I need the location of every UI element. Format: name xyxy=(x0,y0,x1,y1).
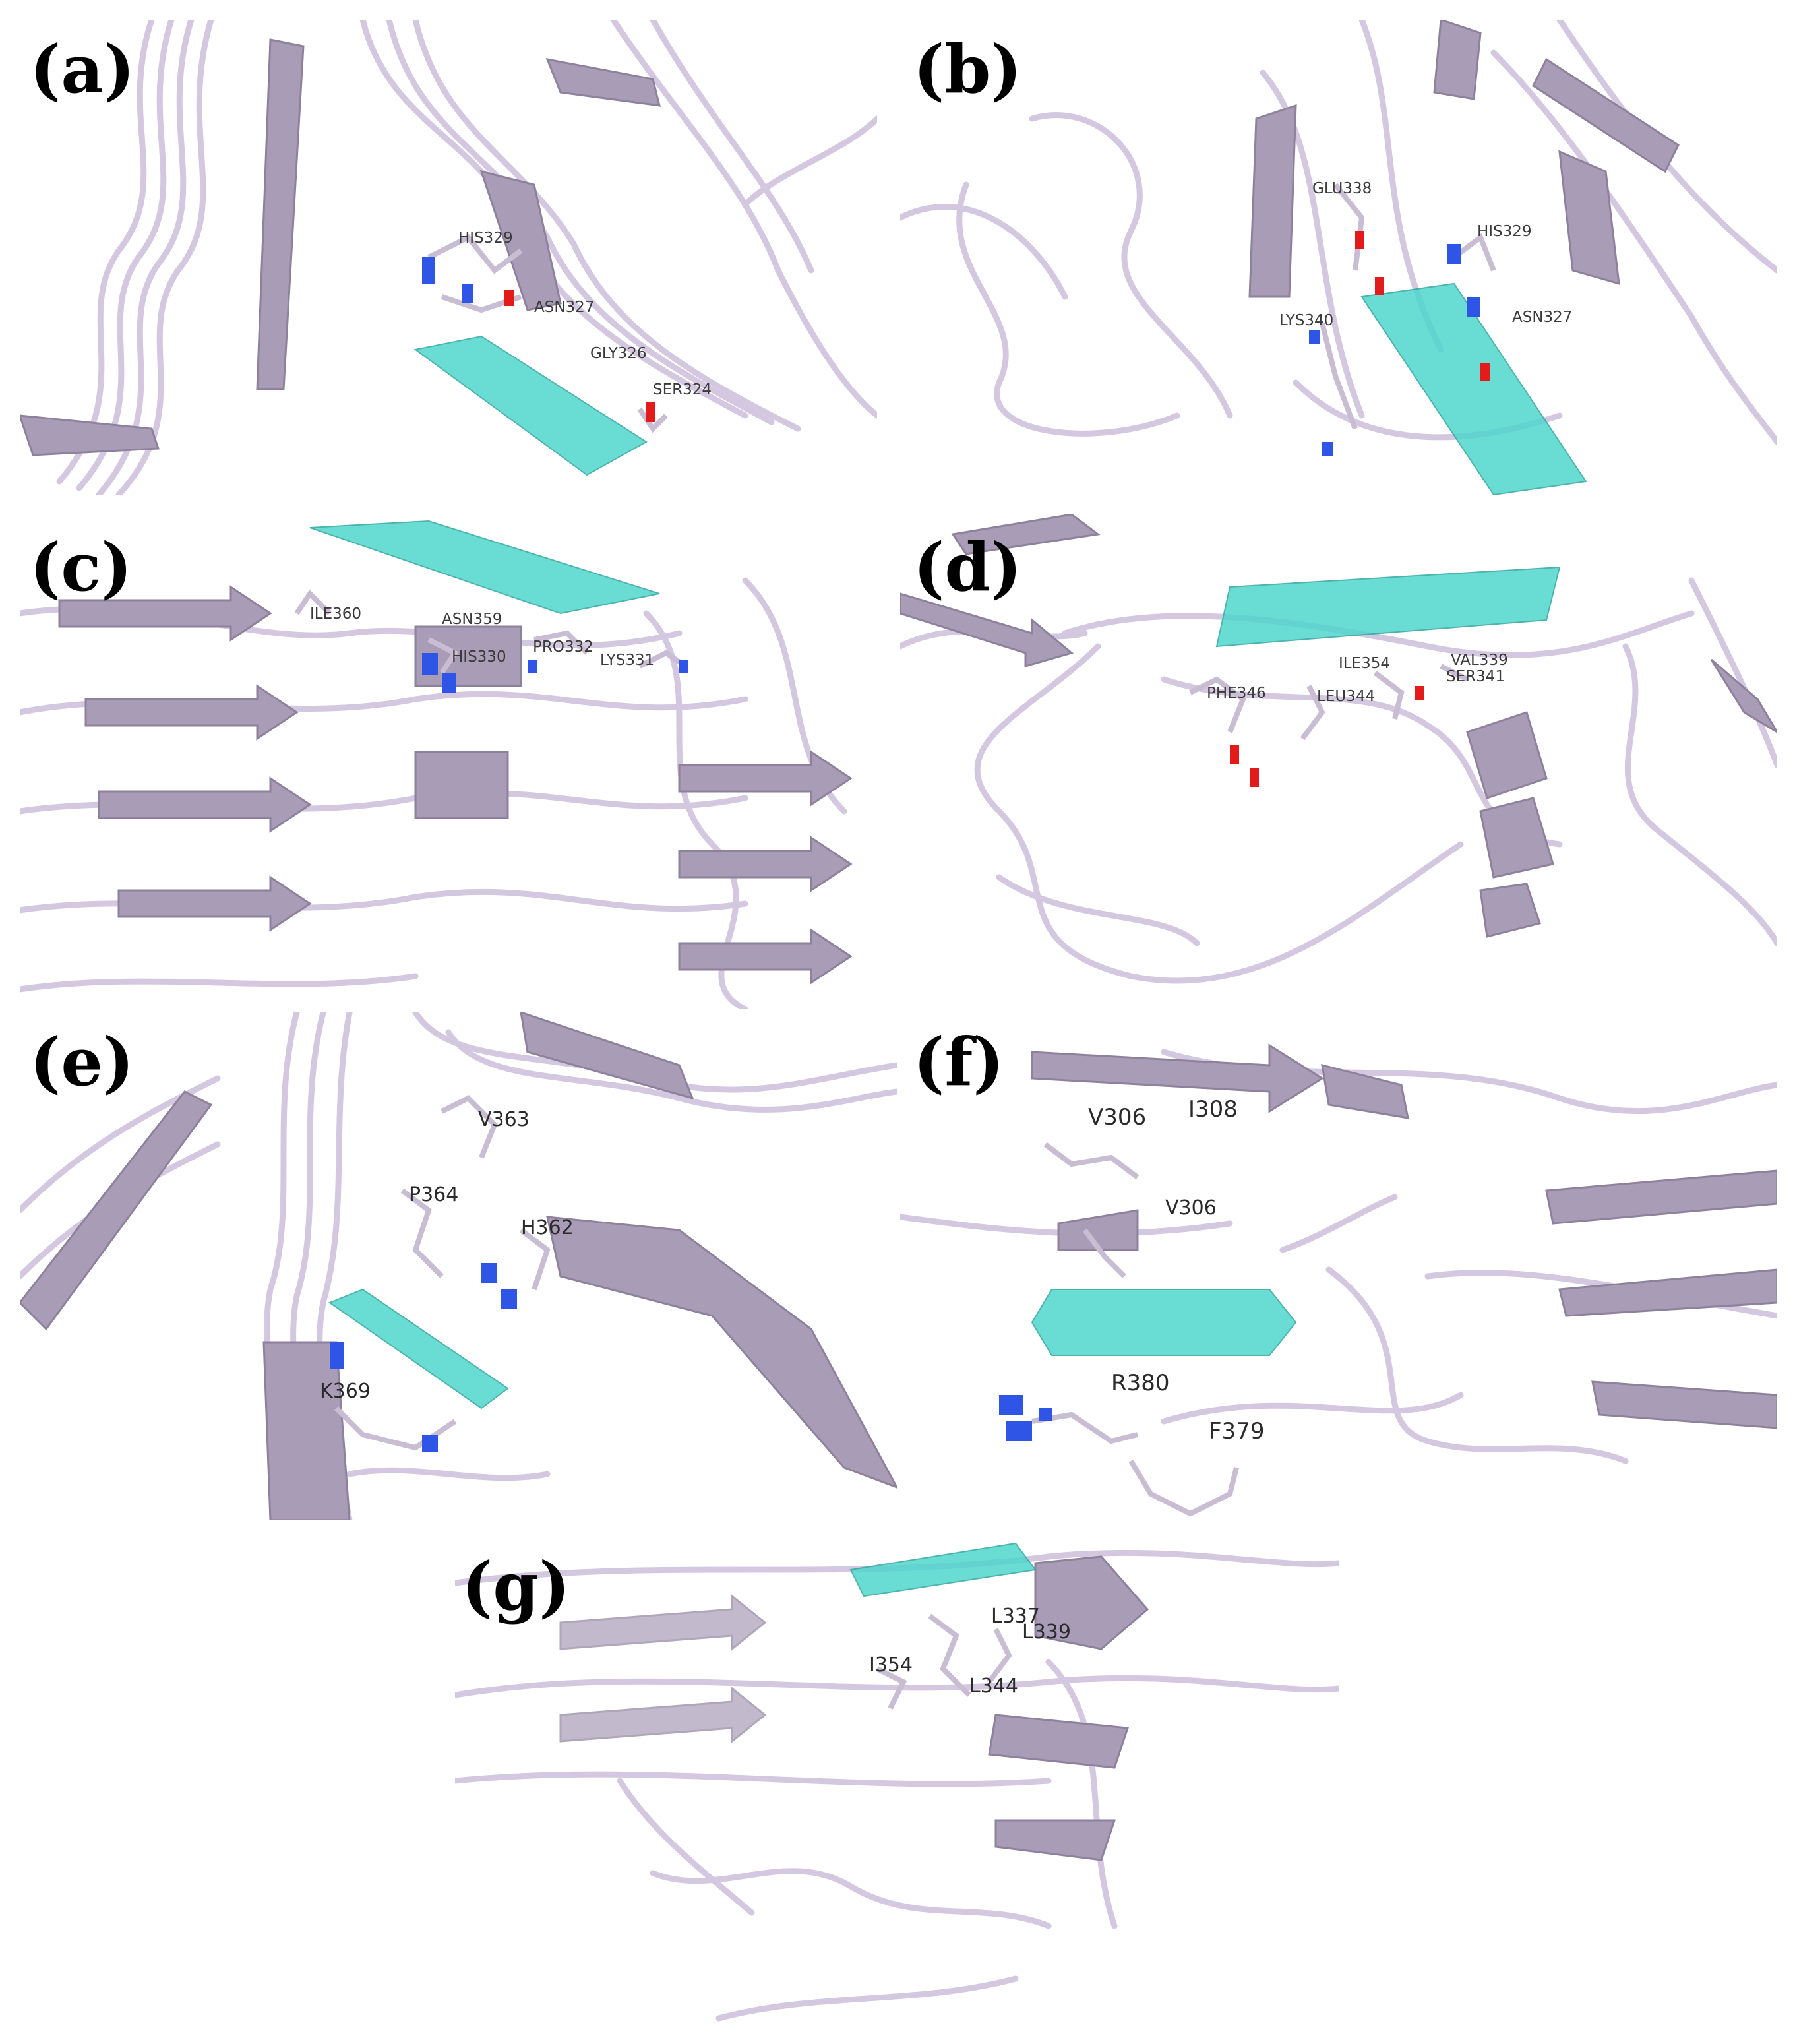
panel-b-structure xyxy=(900,20,1777,495)
residue-label: HIS329 xyxy=(1477,223,1532,240)
panel-c-structure xyxy=(20,520,853,1009)
residue-label: ASN359 xyxy=(442,611,502,628)
residue-label: LYS340 xyxy=(1279,312,1334,329)
residue-label: ASN327 xyxy=(1512,309,1573,326)
residue-label: V306 xyxy=(1165,1196,1217,1220)
graphene-sheet xyxy=(1215,566,1561,648)
panel-b: (b) GLU338 HIS329 LYS340 ASN327 xyxy=(900,20,1777,495)
residue-label: R380 xyxy=(1111,1370,1170,1396)
residue-label: LYS331 xyxy=(600,652,655,669)
panel-g: (g) L337 L339 I354 L344 xyxy=(455,1530,1339,2031)
residue-label: GLY326 xyxy=(590,345,647,362)
residue-label: PRO332 xyxy=(533,638,593,656)
residue-label: L339 xyxy=(1022,1621,1071,1644)
residue-label: GLU338 xyxy=(1312,180,1372,197)
panel-g-label: (g) xyxy=(462,1547,570,1625)
panel-a-label: (a) xyxy=(30,30,135,108)
graphene-sheet xyxy=(1031,1289,1297,1356)
panel-d-label: (d) xyxy=(913,528,1022,606)
graphene-sheet xyxy=(309,520,660,615)
panel-b-label: (b) xyxy=(913,30,1022,108)
residue-label: VAL339 xyxy=(1451,652,1508,669)
residue-label: HIS330 xyxy=(452,648,506,666)
panel-f-structure xyxy=(900,1043,1777,1517)
residue-label: V306 xyxy=(1088,1104,1147,1130)
residue-label: H362 xyxy=(521,1216,574,1239)
panel-e-label: (e) xyxy=(30,1023,135,1101)
panel-c-label: (c) xyxy=(30,528,133,606)
graphene-sheet xyxy=(328,1288,509,1409)
panel-d: (d) PHE346 ILE354 VAL339 SER341 LEU344 xyxy=(900,514,1777,1009)
residue-label: ILE354 xyxy=(1339,655,1391,672)
panel-e-structure xyxy=(20,1012,897,1520)
panel-f-label: (f) xyxy=(913,1023,1004,1101)
graphene-sheet xyxy=(1360,282,1587,495)
residue-label: V363 xyxy=(478,1108,530,1131)
residue-label: I308 xyxy=(1188,1096,1238,1123)
panel-d-structure xyxy=(900,514,1777,984)
panel-g-structure xyxy=(455,1542,1339,2022)
residue-label: HIS329 xyxy=(458,230,513,247)
graphene-sheet xyxy=(413,335,648,476)
panel-a: (a) HIS329 ASN327 GLY326 SER324 xyxy=(20,20,877,495)
residue-label: I354 xyxy=(869,1654,913,1677)
residue-label: SER341 xyxy=(1446,668,1506,685)
panel-c: (c) ILE360 ASN359 HIS330 PRO332 LYS331 xyxy=(20,514,897,1009)
residue-label: L337 xyxy=(991,1605,1040,1628)
residue-label: L344 xyxy=(969,1675,1018,1698)
panel-f: (f) V306 I308 V306 R380 F379 xyxy=(900,1012,1777,1520)
residue-label: P364 xyxy=(409,1183,459,1206)
panel-a-structure xyxy=(20,20,877,495)
residue-label: SER324 xyxy=(653,381,712,398)
residue-label: F379 xyxy=(1209,1418,1265,1444)
residue-label: K369 xyxy=(320,1380,371,1403)
residue-label: ASN327 xyxy=(534,299,595,316)
panel-e: (e) V363 P364 H362 K369 xyxy=(20,1012,897,1520)
graphene-sheet xyxy=(849,1542,1037,1597)
residue-label: PHE346 xyxy=(1207,685,1266,702)
residue-label: ILE360 xyxy=(310,605,362,623)
residue-label: LEU344 xyxy=(1317,688,1376,705)
